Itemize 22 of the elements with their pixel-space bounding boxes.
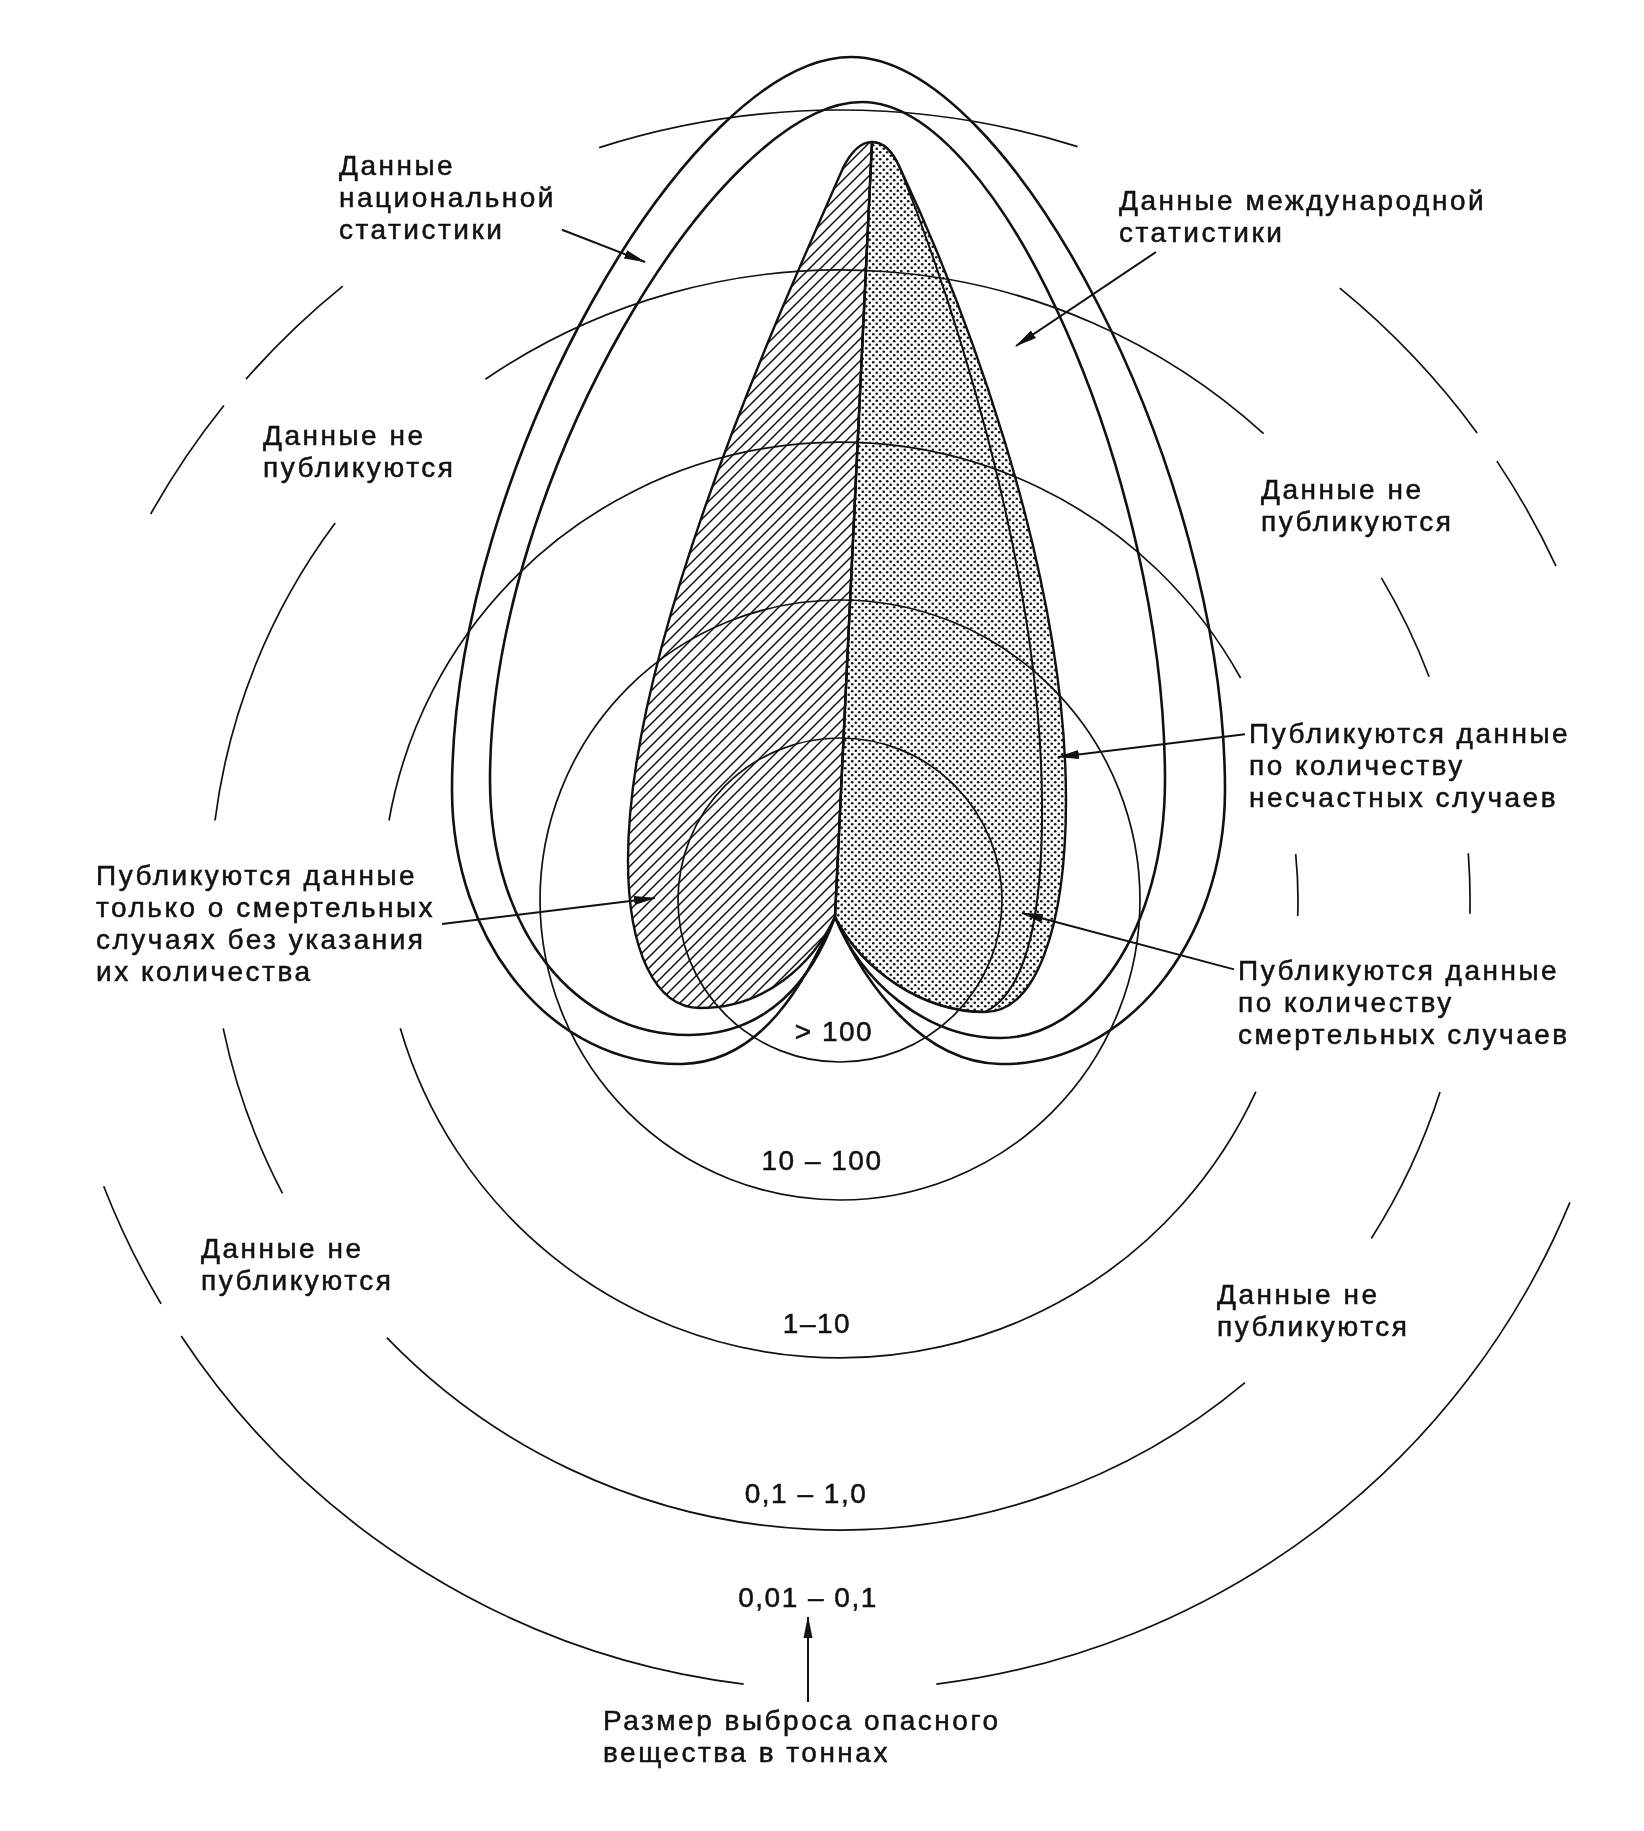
range-label: 10 – 100 — [761, 1145, 883, 1177]
leader-arrow — [1021, 912, 1235, 971]
zone-note: Данные не публикуются — [201, 1233, 395, 1297]
leader-arrow — [561, 228, 646, 263]
callout-text: Публикуются данные по количеству смертельных случаев — [1238, 955, 1572, 1051]
range-label: 0,1 – 1,0 — [744, 1478, 868, 1510]
range-label: > 100 — [794, 1016, 874, 1048]
callout-text: Публикуются данные только о смертельных случаях без указания их количества — [96, 860, 438, 988]
range-label: 0,01 – 0,1 — [738, 1582, 878, 1614]
leader-arrow — [1057, 733, 1246, 759]
leader-arrow — [803, 1616, 813, 1703]
scale-caption: Размер выброса опасного вещества в тоннах — [603, 1705, 1003, 1769]
callout-text: Данные международной статистики — [1119, 185, 1489, 249]
zone-note: Данные не публикуются — [1217, 1279, 1411, 1343]
callout-text: Публикуются данные по количеству несчастных случаев — [1249, 718, 1573, 814]
leader-arrow — [1015, 251, 1157, 347]
range-label: 1–10 — [782, 1308, 852, 1340]
leader-arrow — [441, 896, 656, 925]
zone-note: Данные не публикуются — [263, 420, 457, 484]
callout-text: Данные национальной статистики — [339, 150, 558, 246]
hatched-region — [626, 140, 874, 1010]
zone-note: Данные не публикуются — [1261, 474, 1455, 538]
